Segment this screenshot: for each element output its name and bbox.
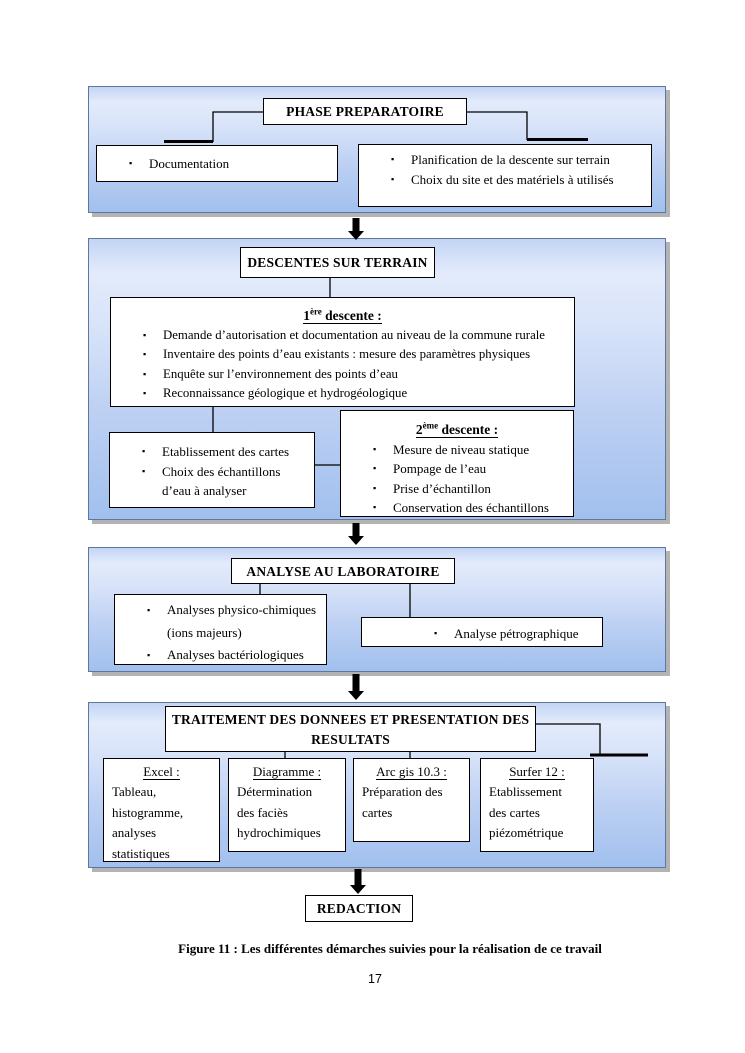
bullet-icon: ▪ [391, 154, 395, 164]
tool-line: des faciès [237, 804, 288, 820]
traitement-title-line2: RESULTATS [311, 732, 390, 747]
analyse-laboratoire-title: ANALYSE AU LABORATOIRE [246, 564, 440, 579]
diagramme-header: Diagramme : [252, 764, 322, 780]
page-number: 17 [368, 972, 382, 986]
analyses-physico-box: ▪Analyses physico-chimiques (ions majeur… [114, 594, 327, 665]
bullet-icon: ▪ [373, 502, 377, 512]
bullet-icon: ▪ [147, 650, 151, 660]
list-item: ▪Planification de la descente sur terrai… [359, 150, 641, 170]
list-item: ▪Inventaire des points d’eau existants :… [111, 345, 574, 365]
tool-line: Détermination [237, 784, 313, 799]
deuxieme-descente-box: 2ème descente : ▪Mesure de niveau statiq… [340, 410, 574, 517]
diagramme-box: Diagramme : Détermination des faciès hyd… [228, 758, 346, 852]
bullet-icon: ▪ [142, 465, 146, 476]
bullet-icon: ▪ [142, 446, 146, 456]
bullet-icon: ▪ [143, 329, 147, 340]
tool-line: hydrochimiques [237, 825, 321, 840]
list-item: ▪Reconnaissance géologique et hydrogéolo… [111, 384, 574, 404]
tool-line: Préparation des [362, 784, 443, 799]
planification-box: ▪Planification de la descente sur terrai… [358, 144, 652, 207]
traitement-donnees-title-box: TRAITEMENT DES DONNEES ET PRESENTATION D… [165, 706, 536, 752]
tool-line: piézométrique [489, 825, 564, 840]
excel-box: Excel : Tableau, histogramme, analyses s… [103, 758, 220, 862]
etablissement-cartes-box: ▪Etablissement des cartes ▪Choix des éch… [109, 432, 315, 508]
arcgis-header: Arc gis 10.3 : [376, 764, 447, 780]
bullet-icon: ▪ [391, 173, 395, 184]
excel-header: Excel : [143, 764, 180, 780]
descentes-terrain-title: DESCENTES SUR TERRAIN [247, 255, 428, 270]
list-item: ▪Demande d’autorisation et documentation… [111, 326, 574, 346]
arcgis-box: Arc gis 10.3 : Préparation des cartes [353, 758, 470, 842]
bullet-icon: ▪ [143, 349, 147, 359]
phase-preparatoire-title-box: PHASE PREPARATOIRE [263, 98, 467, 125]
tool-line: statistiques [112, 845, 170, 861]
descentes-terrain-title-box: DESCENTES SUR TERRAIN [240, 247, 435, 278]
list-item: ▪Analyse pétrographique [402, 624, 602, 644]
bullet-icon: ▪ [373, 463, 377, 473]
figure-caption: Figure 11 : Les différentes démarches su… [178, 941, 602, 956]
bullet-icon: ▪ [434, 628, 438, 638]
tool-line: cartes [362, 804, 393, 820]
redaction-label: REDACTION [316, 901, 402, 916]
list-item: ▪Choix du site et des matériels à utilis… [359, 170, 641, 190]
documentation-box: ▪Documentation [96, 145, 338, 182]
analyse-petrographique-box: ▪Analyse pétrographique [361, 617, 603, 647]
list-item: ▪Enquête sur l’environnement des points … [111, 365, 574, 385]
list-item: ▪Conservation des échantillons [341, 498, 573, 518]
list-item: ▪Documentation [97, 154, 337, 174]
redaction-box: REDACTION [305, 895, 413, 922]
tool-line: histogramme, [112, 804, 184, 820]
list-item: ▪Analyses bactériologiques [115, 644, 326, 667]
premiere-descente-box: 1ère descente : ▪Demande d’autorisation … [110, 297, 575, 407]
list-item: ▪Pompage de l’eau [341, 459, 573, 479]
traitement-title-line1: TRAITEMENT DES DONNEES ET PRESENTATION D… [171, 712, 530, 727]
bullet-icon: ▪ [373, 443, 377, 454]
list-item: ▪Choix des échantillons d’eau à analyser [142, 463, 281, 499]
tool-line: Tableau, [112, 784, 157, 799]
premiere-descente-header: 1ère descente : [303, 306, 382, 324]
bullet-icon: ▪ [143, 368, 147, 379]
bullet-icon: ▪ [129, 158, 133, 168]
list-item: ▪Mesure de niveau statique [341, 440, 573, 460]
bullet-icon: ▪ [373, 482, 377, 493]
surfer-box: Surfer 12 : Etablissement des cartes pié… [480, 758, 594, 852]
tool-line: analyses [112, 825, 157, 840]
list-item: ▪Analyses physico-chimiques (ions majeur… [115, 599, 326, 644]
list-item: ▪Prise d’échantillon [341, 479, 573, 499]
bullet-icon: ▪ [147, 605, 151, 615]
analyse-laboratoire-title-box: ANALYSE AU LABORATOIRE [231, 558, 455, 584]
tool-line: Etablissement [489, 784, 562, 799]
surfer-header: Surfer 12 : [509, 764, 565, 780]
phase-preparatoire-title: PHASE PREPARATOIRE [286, 104, 444, 119]
deuxieme-descente-header: 2ème descente : [415, 420, 499, 438]
tool-line: des cartes [489, 804, 540, 820]
list-item: ▪Etablissement des cartes [110, 442, 314, 462]
bullet-icon: ▪ [143, 388, 147, 398]
